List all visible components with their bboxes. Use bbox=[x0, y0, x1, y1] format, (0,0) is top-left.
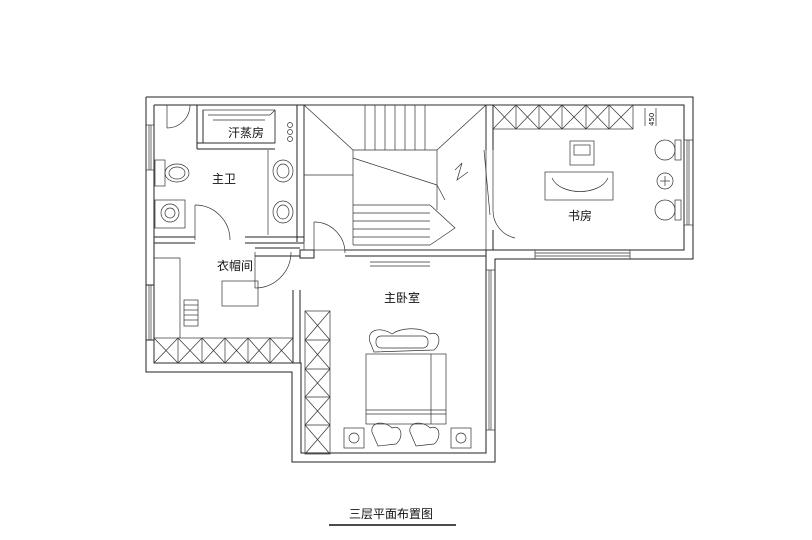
drawing-title: 三层平面布置图 bbox=[349, 507, 433, 521]
doors bbox=[166, 104, 516, 289]
interior-walls bbox=[154, 105, 494, 363]
sauna-bench bbox=[202, 109, 293, 144]
room-label-cloakroom: 衣帽间 bbox=[217, 258, 253, 273]
room-label-sauna: 汗蒸房 bbox=[228, 125, 264, 140]
dimension-label: 450 bbox=[648, 113, 656, 126]
room-label-master-bath: 主卫 bbox=[212, 172, 236, 186]
windows bbox=[146, 124, 693, 431]
bedroom-furniture bbox=[304, 310, 472, 455]
room-label-master-bedroom: 主卧室 bbox=[384, 290, 420, 305]
cloakroom-furniture bbox=[153, 257, 294, 364]
bathroom-fixtures bbox=[154, 150, 294, 235]
study-furniture bbox=[492, 104, 682, 221]
staircase bbox=[303, 104, 491, 251]
exterior-walls bbox=[145, 96, 694, 463]
room-label-study: 书房 bbox=[568, 208, 592, 223]
